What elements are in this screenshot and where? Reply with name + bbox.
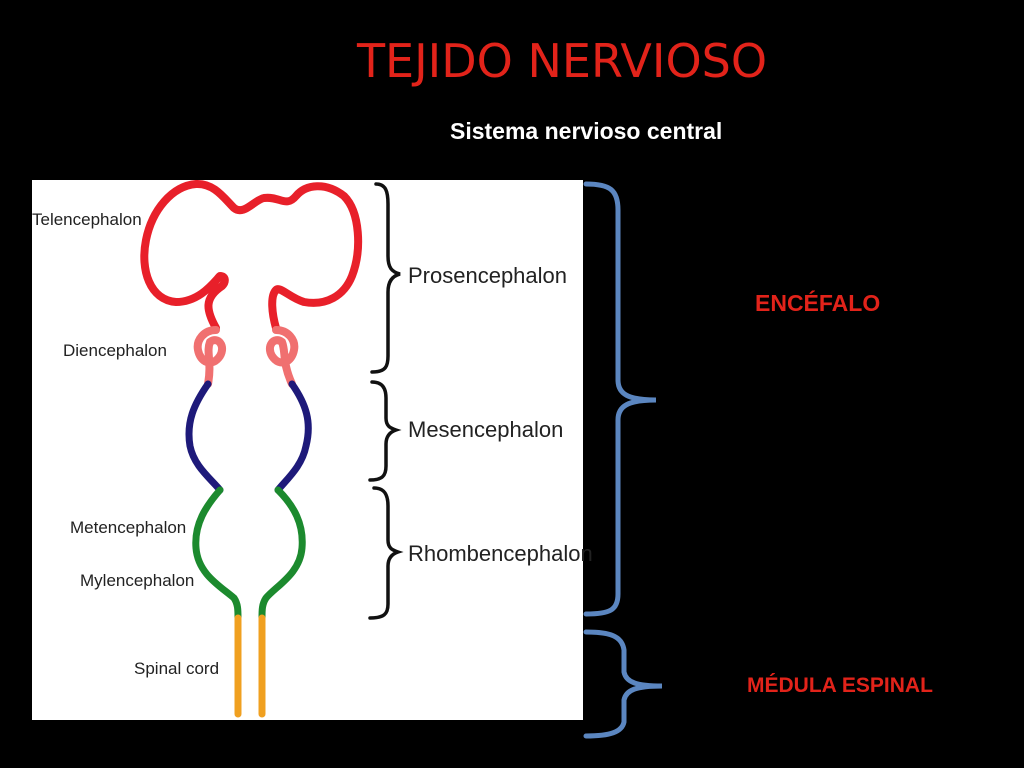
label-diencephalon: Diencephalon: [63, 341, 167, 360]
encefalo-label: ENCÉFALO: [755, 290, 880, 317]
label-telencephalon: Telencephalon: [32, 210, 142, 229]
rhombencephalon-brace: [370, 488, 398, 618]
mesencephalon-left-shape: [189, 384, 220, 490]
diencephalon-left-shape: [198, 330, 222, 384]
label-rhombencephalon: Rhombencephalon: [408, 541, 593, 566]
mesencephalon-brace: [370, 382, 396, 480]
rhombencephalon-left-shape: [196, 490, 238, 618]
telencephalon-shape: [144, 184, 358, 328]
encefalo-brace: [586, 184, 656, 614]
diencephalon-right-shape: [270, 330, 294, 384]
label-mylencephalon: Mylencephalon: [80, 571, 194, 590]
medula-brace: [586, 632, 662, 736]
label-mesencephalon: Mesencephalon: [408, 417, 563, 442]
mesencephalon-right-shape: [278, 384, 308, 490]
rhombencephalon-right-shape: [262, 490, 302, 618]
medula-espinal-label: MÉDULA ESPINAL: [747, 674, 933, 698]
prosencephalon-brace: [372, 184, 400, 372]
label-spinal-cord: Spinal cord: [134, 659, 219, 678]
label-prosencephalon: Prosencephalon: [408, 263, 567, 288]
label-metencephalon: Metencephalon: [70, 518, 186, 537]
